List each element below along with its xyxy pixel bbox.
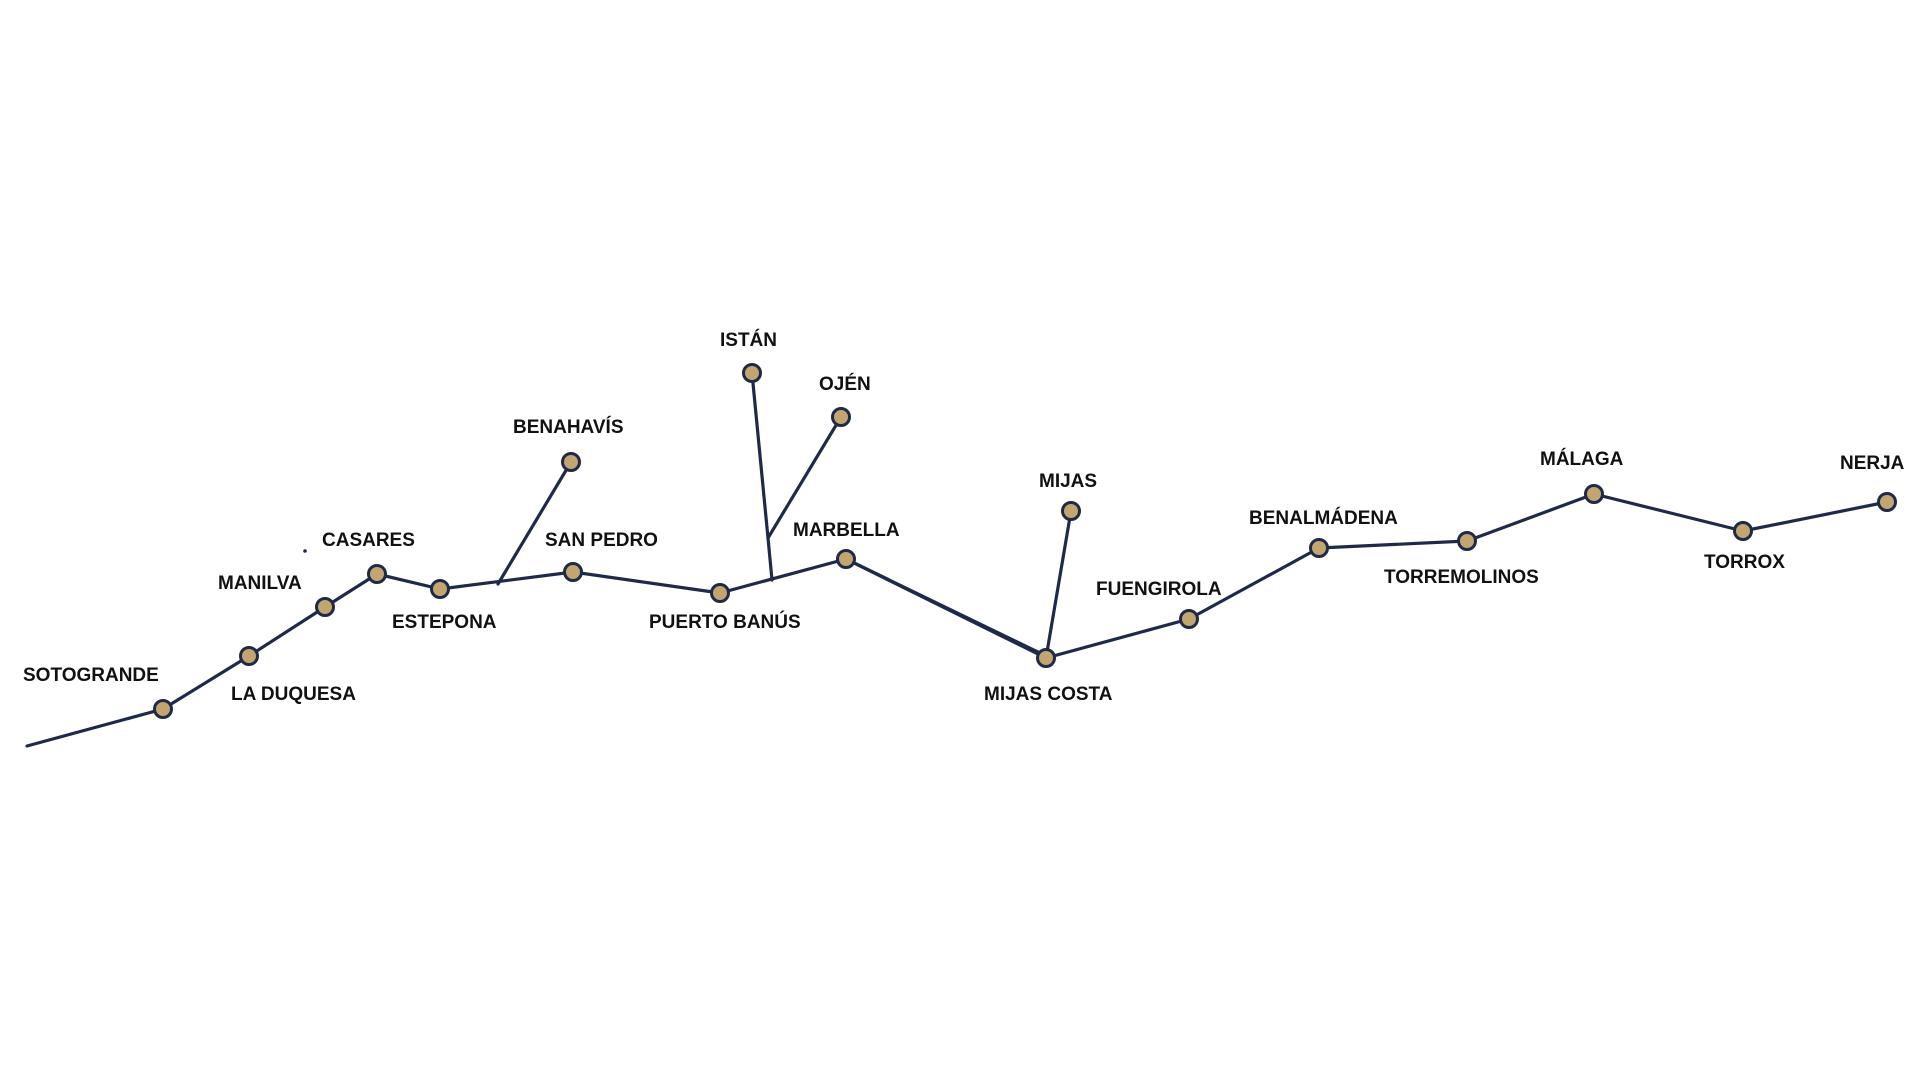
stop-markers: [153, 363, 1897, 719]
route-line-marbella-mijas-costa-overlay: [844, 557, 1048, 658]
route-segment-la-duquesa-manilva: [247, 605, 327, 658]
stop-label-benahavis: BENAHAVÍS: [513, 416, 624, 438]
route-segment-manilva-casares: [323, 572, 379, 609]
stop-label-torremolinos: TORREMOLINOS: [1384, 567, 1539, 588]
stop-marker-estepona: [430, 579, 450, 599]
stop-label-marbella: MARBELLA: [793, 520, 900, 541]
stop-label-istan: ISTÁN: [720, 329, 777, 351]
stop-label-ojen: OJÉN: [819, 373, 871, 395]
route-segment-estepona-san-pedro: [438, 570, 575, 591]
stop-label-casares: CASARES: [322, 530, 415, 551]
stop-label-torrox: TORROX: [1704, 552, 1785, 573]
stop-marker-torrox: [1733, 521, 1753, 541]
stray-dot: [303, 549, 307, 553]
stop-label-nerja: NERJA: [1840, 453, 1905, 474]
stop-marker-istan: [742, 363, 762, 383]
stop-marker-puerto-banus: [710, 583, 730, 603]
route-segment-sotogrande-la-duquesa: [161, 654, 251, 711]
stop-marker-sotogrande: [153, 699, 173, 719]
stop-label-malaga: MÁLAGA: [1540, 448, 1624, 470]
route-line-west-stub: [25, 707, 165, 748]
stop-label-la-duquesa: LA DUQUESA: [231, 684, 356, 705]
stop-label-fuengirola: FUENGIROLA: [1096, 579, 1222, 600]
stop-marker-benahavis: [561, 452, 581, 472]
stop-label-benalmadena: BENALMÁDENA: [1249, 507, 1398, 529]
stop-marker-benalmadena: [1309, 538, 1329, 558]
stop-marker-marbella: [836, 549, 856, 569]
stop-marker-casares: [367, 564, 387, 584]
stop-marker-fuengirola: [1179, 609, 1199, 629]
stop-marker-mijas: [1061, 501, 1081, 521]
stop-label-puerto-banus: PUERTO BANÚS: [649, 611, 801, 633]
route-segment-mijas-costa-fuengirola: [1044, 617, 1191, 660]
stop-marker-san-pedro: [563, 562, 583, 582]
stop-labels: SOTOGRANDE LA DUQUESA MANILVA CASARES ESTEPO…: [23, 329, 1905, 705]
stop-marker-malaga: [1584, 484, 1604, 504]
stop-marker-torremolinos: [1457, 531, 1477, 551]
stop-marker-mijas-costa: [1036, 648, 1056, 668]
route-segment-puerto-banus-marbella: [718, 557, 848, 595]
stop-label-sotogrande: SOTOGRANDE: [23, 665, 159, 686]
stop-marker-manilva: [315, 597, 335, 617]
route-line-ojen-branch: [766, 415, 843, 540]
route-line-istan-branch: [750, 371, 774, 582]
stop-label-mijas: MIJAS: [1039, 471, 1097, 492]
stop-marker-la-duquesa: [239, 646, 259, 666]
route-lines: [25, 371, 1889, 748]
route-segment-casares-estepona: [375, 572, 442, 591]
route-segment-benalmadena-torremolinos: [1317, 539, 1469, 550]
route-segment-torremolinos-malaga: [1465, 492, 1596, 543]
stop-label-mijas-costa: MIJAS COSTA: [984, 684, 1113, 705]
stop-label-san-pedro: SAN PEDRO: [545, 530, 658, 551]
route-segment-mijas-costa-mijas: [1044, 509, 1073, 660]
stop-label-estepona: ESTEPONA: [392, 612, 497, 633]
route-line-benahavis-spur: [496, 460, 573, 586]
route-segment-san-pedro-puerto-banus: [571, 570, 722, 595]
stop-marker-nerja: [1877, 492, 1897, 512]
stop-label-manilva: MANILVA: [218, 573, 302, 594]
route-segment-malaga-torrox: [1592, 492, 1745, 533]
stop-marker-ojen: [831, 407, 851, 427]
route-segment-torrox-nerja: [1741, 500, 1889, 533]
route-segment-fuengirola-benalmadena: [1187, 546, 1321, 621]
